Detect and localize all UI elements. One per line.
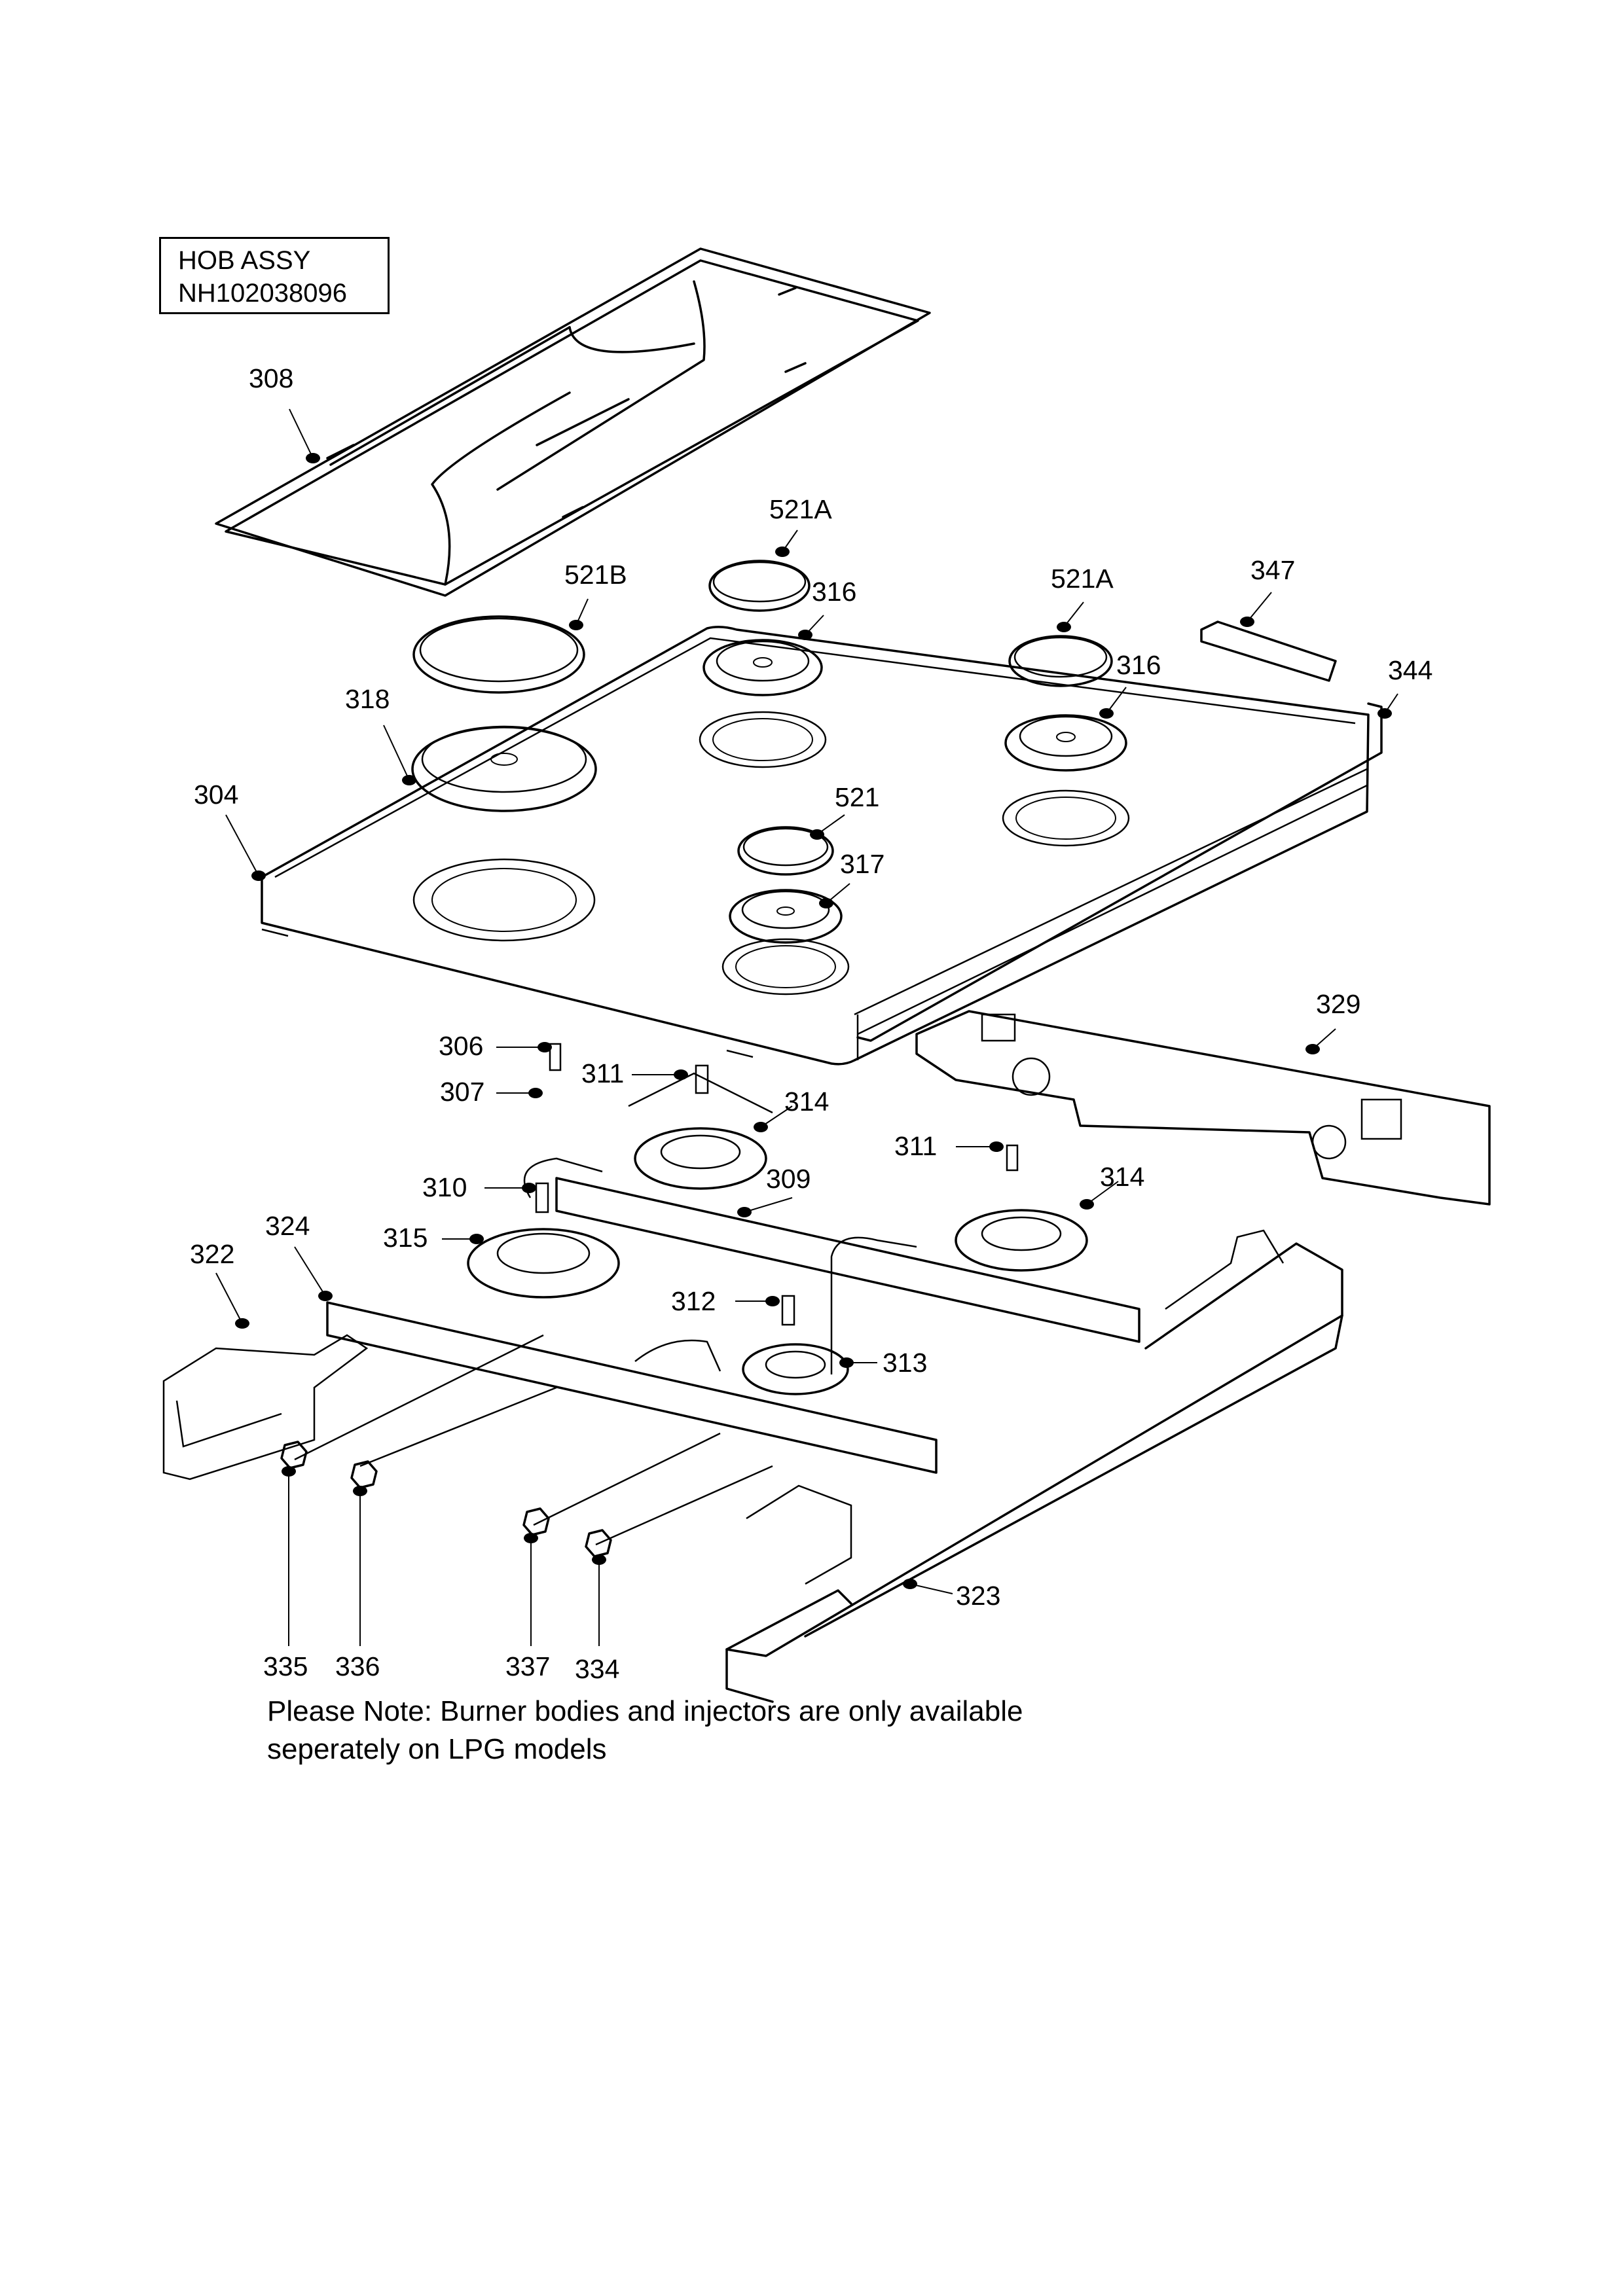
callout-347: 347 <box>1250 555 1295 585</box>
burner-caps <box>412 560 1113 876</box>
callout-314-left: 314 <box>784 1086 829 1117</box>
leader-dot <box>674 1069 688 1080</box>
callout-310: 310 <box>422 1172 467 1202</box>
leader-dot <box>754 1122 768 1132</box>
callout-labels: 308 521A 521B 316 521A 347 316 344 318 3… <box>190 363 1432 1684</box>
leader-dot <box>798 630 812 640</box>
title-box: HOB ASSY NH102038096 <box>159 237 390 314</box>
assembly-part-number: NH102038096 <box>178 279 347 308</box>
callout-311-left: 311 <box>581 1058 624 1088</box>
leader-dot <box>810 829 824 840</box>
leader-dot <box>282 1466 296 1477</box>
burner-bodies <box>467 1072 1088 1395</box>
callout-337: 337 <box>505 1651 550 1681</box>
leader-dot <box>402 775 416 785</box>
callout-521a-right: 521A <box>1051 564 1114 594</box>
leader-dot <box>522 1183 536 1193</box>
callout-312: 312 <box>671 1286 716 1316</box>
leader-dot <box>251 870 266 881</box>
callout-344: 344 <box>1388 655 1432 685</box>
pan-support-grate <box>215 247 931 597</box>
note-line-2: seperately on LPG models <box>267 1733 607 1765</box>
burner-heads <box>411 639 1127 944</box>
support-frame <box>162 1229 1343 1703</box>
callout-334: 334 <box>575 1654 619 1684</box>
callout-324: 324 <box>265 1211 310 1241</box>
callout-521a-top: 521A <box>769 494 832 524</box>
leader-dot <box>524 1533 538 1543</box>
control-valves <box>280 1441 612 1558</box>
callout-315: 315 <box>383 1223 428 1253</box>
leader-dot <box>989 1141 1004 1152</box>
assembly-name: HOB ASSY <box>178 246 311 275</box>
callout-521: 521 <box>835 782 879 812</box>
leader-dot <box>1305 1044 1320 1054</box>
callout-316-left: 316 <box>812 577 856 607</box>
leader-dot <box>1057 622 1071 632</box>
leader-dot <box>775 547 790 557</box>
leader-dot <box>235 1318 249 1329</box>
note-line-1: Please Note: Burner bodies and injectors… <box>267 1695 1023 1727</box>
leader-dot <box>1377 708 1392 719</box>
leader-dot <box>1099 708 1114 719</box>
leader-dot <box>569 620 583 630</box>
callout-313: 313 <box>883 1348 927 1378</box>
leader-dot <box>903 1579 917 1589</box>
callout-307: 307 <box>440 1077 484 1107</box>
callout-521b: 521B <box>564 560 627 590</box>
callout-322: 322 <box>190 1239 234 1269</box>
leader-dot <box>1240 617 1254 627</box>
callout-311-right: 311 <box>894 1131 937 1161</box>
callout-317: 317 <box>840 849 884 879</box>
callout-308: 308 <box>249 363 293 393</box>
callout-329: 329 <box>1316 989 1360 1019</box>
leader-dot <box>306 453 320 463</box>
leader-dot <box>765 1296 780 1306</box>
hob-top-plate <box>261 626 1370 1066</box>
availability-note: Please Note: Burner bodies and injectors… <box>267 1693 1249 1768</box>
leader-dot <box>318 1291 333 1301</box>
callout-336: 336 <box>335 1651 380 1681</box>
rear-panel <box>915 1010 1491 1206</box>
leader-dot <box>737 1207 752 1217</box>
leader-dot <box>538 1042 552 1052</box>
callout-335: 335 <box>263 1651 308 1681</box>
injectors <box>535 1043 1019 1326</box>
callout-323: 323 <box>956 1581 1000 1611</box>
callout-306: 306 <box>439 1031 483 1061</box>
leader-dot <box>839 1357 854 1368</box>
side-trim-and-bracket <box>856 620 1383 1042</box>
leader-dot <box>819 898 833 908</box>
leader-dot <box>528 1088 543 1098</box>
leader-dot <box>592 1554 606 1565</box>
callout-304: 304 <box>194 780 238 810</box>
callout-309: 309 <box>766 1164 811 1194</box>
callout-314-right: 314 <box>1100 1162 1144 1192</box>
leader-dot <box>353 1486 367 1496</box>
gas-rails <box>294 1157 1140 1546</box>
callout-318: 318 <box>345 684 390 714</box>
leader-dots <box>235 453 1392 1589</box>
leader-dot <box>1080 1199 1094 1210</box>
leader-dot <box>469 1234 484 1244</box>
callout-316-right: 316 <box>1116 650 1161 680</box>
